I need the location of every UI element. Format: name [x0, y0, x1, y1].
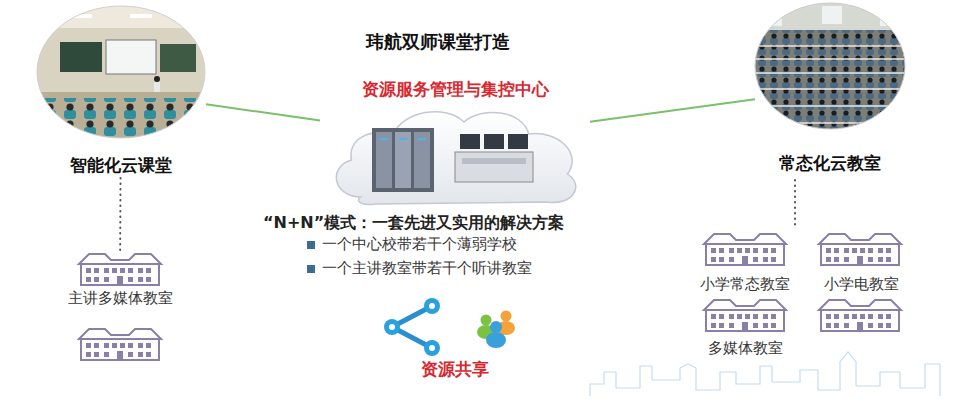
building-icon [819, 234, 901, 265]
mode-heading: “N+N”模式：一套先进又实用的解决方案 [263, 213, 564, 234]
floor [30, 92, 220, 152]
node-label: 常态化云教室 [779, 152, 881, 174]
connector [590, 99, 755, 121]
node-label: 智能化云课堂 [70, 154, 172, 176]
students [750, 30, 910, 135]
building-node: 主讲多媒体教室 [60, 250, 180, 308]
classroom-photo [750, 0, 910, 135]
connector [206, 104, 320, 120]
node-label: 资源服务管理与集控中心 [362, 78, 549, 100]
students [30, 98, 220, 150]
share-label: 资源共享 [421, 358, 489, 380]
building-node: 小学常态教室 [686, 230, 804, 294]
lamp [130, 14, 152, 18]
ceiling [30, 0, 220, 28]
skyline [590, 352, 940, 396]
server-rack [372, 128, 434, 192]
whiteboard [106, 40, 156, 74]
blackboard [160, 44, 196, 72]
building-icon [79, 329, 161, 360]
cloud-node: 资源服务管理与集控中心 [320, 72, 590, 208]
teacher-head [154, 76, 160, 82]
building-icon [704, 234, 786, 265]
people-icon [477, 311, 515, 349]
building-icon [704, 300, 786, 331]
connector [119, 178, 121, 250]
node-label: 多媒体教室 [708, 339, 783, 359]
building-node: 小学电教室 [806, 230, 916, 294]
building-icon [79, 254, 161, 285]
building-icon [819, 300, 901, 331]
node-label: 主讲多媒体教室 [68, 289, 173, 309]
blackboard [60, 42, 102, 72]
ceiling [750, 0, 910, 30]
dotted-leader [794, 180, 796, 226]
photo-node: 智能化云课堂 [36, 6, 206, 178]
wall [30, 0, 220, 150]
cloud-shape [336, 112, 575, 205]
bullet-text: 一个中心校带若干个薄弱学校 [322, 235, 517, 255]
diagram-title: 玮航双师课堂打造 [366, 30, 510, 53]
window [822, 6, 842, 24]
photo-frame [37, 6, 205, 138]
control-console [455, 134, 533, 182]
bullet [307, 241, 315, 249]
window [762, 8, 782, 26]
photo-node: 常态化云教室 [755, 2, 905, 176]
node-label: 小学常态教室 [700, 275, 790, 295]
share-icon [384, 298, 440, 356]
window [880, 8, 900, 26]
bullet [307, 265, 315, 273]
node-label: 小学电教室 [824, 275, 899, 295]
building-node: 多媒体教室 [686, 296, 804, 358]
wall [750, 0, 910, 135]
desks [750, 46, 910, 123]
bullet-text: 一个主讲教室带若干个听讲教室 [322, 259, 532, 279]
photo-frame [755, 3, 905, 129]
classroom-photo [30, 0, 220, 152]
